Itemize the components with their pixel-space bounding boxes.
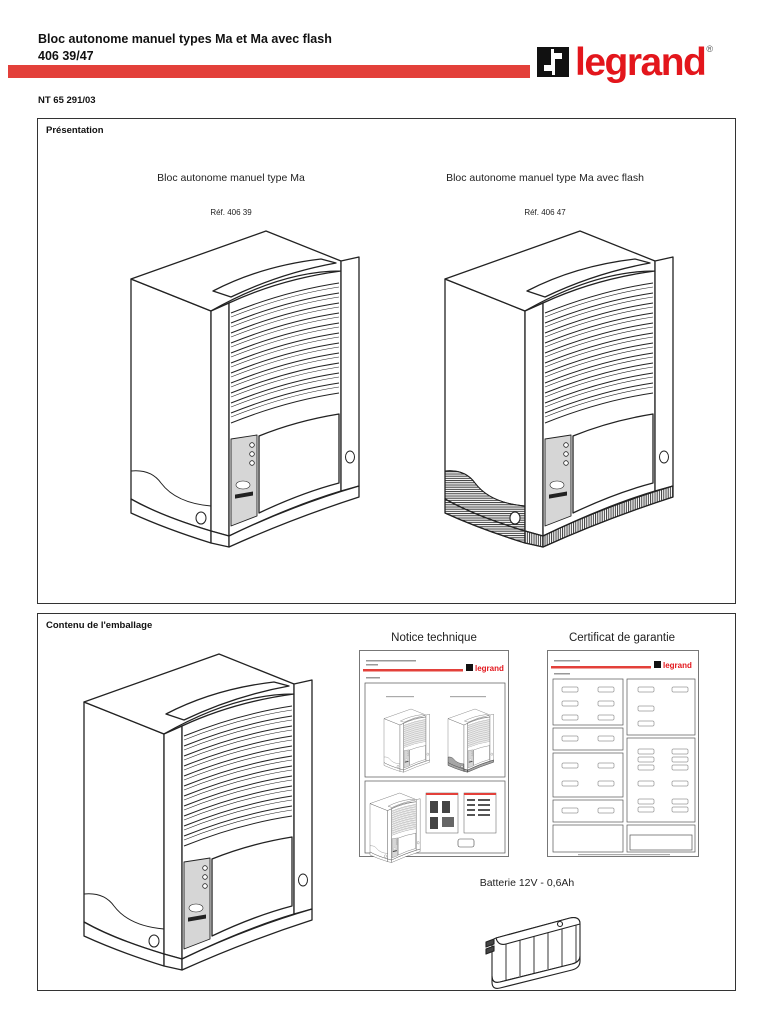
technical-notice-thumbnail: legrand (359, 650, 509, 863)
product-ref-text: Réf. 406 39 (210, 208, 252, 217)
section-title: Contenu de l'emballage (46, 620, 153, 631)
product-name-text: Bloc autonome manuel type Ma (157, 172, 305, 184)
svg-text:legrand: legrand (663, 661, 692, 670)
product-ref-text: Réf. 406 47 (524, 208, 566, 217)
device-illustration-ma (130, 230, 360, 548)
presentation-section: Présentation Bloc autonome manuel type M… (37, 118, 736, 604)
warranty-page-preview: legrand (551, 660, 696, 856)
document-title: Bloc autonome manuel types Ma et Ma avec… (38, 32, 332, 46)
legrand-square-logo-icon (537, 47, 569, 77)
product-name-text: Bloc autonome manuel type Ma avec flash (446, 172, 644, 184)
device-illustration-ma-flash (444, 230, 674, 548)
battery-pack-illustration (485, 917, 581, 989)
device-illustration-packaged (83, 653, 313, 971)
product-reference: 406 39/47 (38, 49, 94, 63)
section-title: Présentation (46, 125, 104, 136)
item-label-text: Batterie 12V - 0,6Ah (479, 877, 575, 889)
header-accent-bar (8, 65, 530, 78)
package-contents-section: Contenu de l'emballage Notice technique … (37, 613, 736, 991)
warranty-certificate-thumbnail: legrand (547, 650, 699, 857)
brand-logo: legrand ® (536, 42, 713, 82)
notice-number: NT 65 291/03 (38, 95, 96, 106)
item-label-text: Notice technique (391, 632, 477, 644)
svg-text:legrand: legrand (475, 664, 504, 673)
registered-mark: ® (706, 44, 714, 54)
item-label-text: Certificat de garantie (568, 632, 676, 644)
brand-name: legrand (575, 40, 707, 84)
notice-page-preview: legrand (363, 660, 506, 863)
